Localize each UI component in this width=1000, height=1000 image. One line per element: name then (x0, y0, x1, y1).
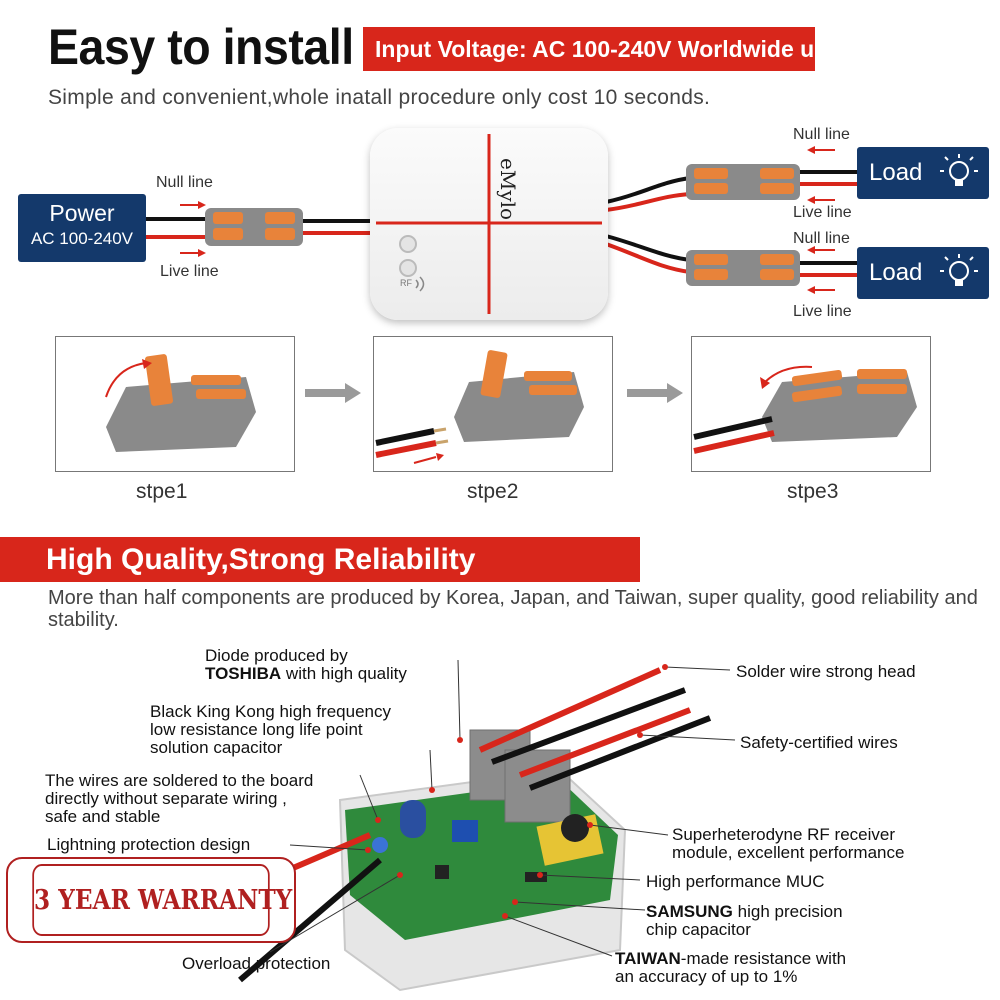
null-line-label-left: Null line (156, 174, 213, 191)
arrow-right-icon (627, 383, 683, 403)
connector-left (205, 208, 303, 246)
emylo-switch-device: RF eMylo (370, 128, 608, 320)
pcb-illustration (230, 667, 712, 992)
null-line-label-bottom: Null line (793, 230, 850, 247)
load-box-1: Load (857, 147, 989, 199)
step-2-image (373, 336, 613, 472)
step-2-label: stpe2 (467, 480, 519, 503)
callout-soldered: The wires are soldered to the board dire… (45, 771, 314, 826)
callout-diode: Diode produced by TOSHIBA with high qual… (205, 646, 407, 683)
callout-solder-wire: Solder wire strong head (736, 662, 916, 681)
bulb-icon (940, 154, 978, 186)
voltage-banner: Input Voltage: AC 100-240V Worldwide use (363, 27, 840, 71)
callout-lightning: Lightning protection design (47, 835, 251, 854)
callout-samsung: SAMSUNG high precision chip capacitor (646, 902, 843, 939)
connector-right-top (686, 164, 800, 200)
live-line-label-top: Live line (793, 204, 852, 221)
callout-capacitor: Black King Kong high frequency low resis… (150, 702, 391, 757)
callout-leaders (269, 659, 736, 957)
load-label: Load (869, 159, 923, 186)
power-source-box: Power AC 100-240V (18, 194, 146, 262)
callout-rf-module: Superheterodyne RF receiver module, exce… (672, 825, 905, 862)
install-subtitle: Simple and convenient,whole inatall proc… (48, 86, 711, 109)
load-box-2: Load (857, 247, 989, 299)
callout-safety-wires: Safety-certified wires (740, 733, 898, 752)
step-1-image (55, 336, 295, 472)
step-3-label: stpe3 (787, 480, 839, 503)
page-title: Easy to install (48, 19, 354, 75)
load-label: Load (869, 259, 923, 286)
connector-right-bottom (686, 250, 800, 286)
callout-muc: High performance MUC (646, 872, 825, 891)
wiring-diagram (146, 146, 858, 294)
rotate-arrow-icon (763, 365, 813, 384)
bulb-icon (940, 254, 978, 286)
rf-mark: RF (400, 278, 412, 288)
step-1-label: stpe1 (136, 480, 188, 503)
quality-description: More than half components are produced b… (48, 587, 978, 631)
null-line-label-top: Null line (793, 126, 850, 143)
rotate-arrow-icon (105, 362, 147, 398)
arrow-right-icon (305, 383, 361, 403)
live-line-label-left: Live line (160, 263, 219, 280)
signal-icon (415, 276, 425, 292)
power-voltage: AC 100-240V (30, 229, 134, 248)
step-3-image (691, 336, 931, 472)
callout-taiwan: TAIWAN-made resistance with an accuracy … (615, 949, 847, 986)
callout-overload: Overload protection (182, 954, 331, 973)
brand-logo: eMylo (496, 158, 520, 221)
live-arrow-left (180, 249, 206, 257)
null-arrow-left (180, 201, 206, 209)
warranty-text: 3 YEAR WARRANTY (32, 864, 292, 936)
quality-banner: High Quality,Strong Reliability (0, 537, 640, 582)
live-line-label-bottom: Live line (793, 303, 852, 320)
warranty-badge: 3 YEAR WARRANTY (6, 857, 296, 943)
power-label: Power (49, 200, 115, 226)
